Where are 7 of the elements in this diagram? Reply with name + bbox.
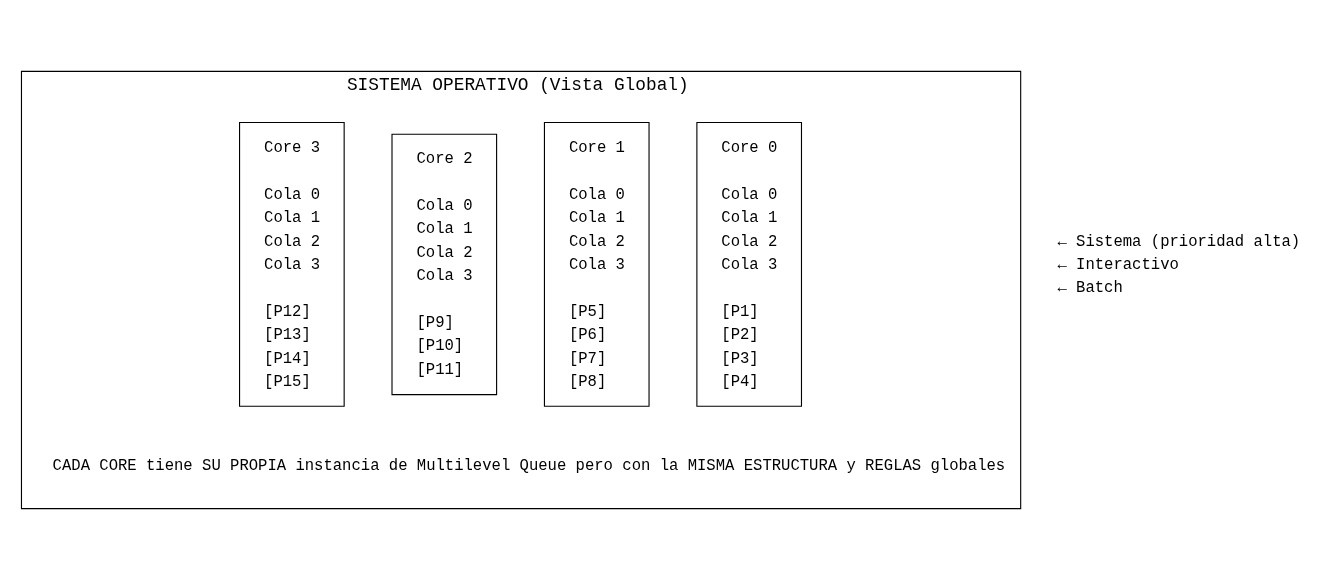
node-box: Core 3 Cola 0 Cola 1 Cola 2 Cola 3 [P12] [P13] [P14] [P15]: [239, 121, 345, 407]
node-box: Core 1 Cola 0 Cola 1 Cola 2 Cola 3 [P5] [P6] [P7] [P8]: [543, 121, 650, 407]
node-box: Core 2 Cola 0 Cola 1 Cola 2 Cola 3 [P9] [P10] [P11]: [391, 133, 498, 395]
label: ← Sistema (prioridad alta): [1057, 232, 1301, 251]
node-box: Core 0 Cola 0 Cola 1 Cola 2 Cola 3 [P1] [P2] [P3] [P4]: [696, 121, 803, 407]
label: ← Batch: [1057, 278, 1123, 297]
label: ← Interactivo: [1057, 255, 1179, 274]
